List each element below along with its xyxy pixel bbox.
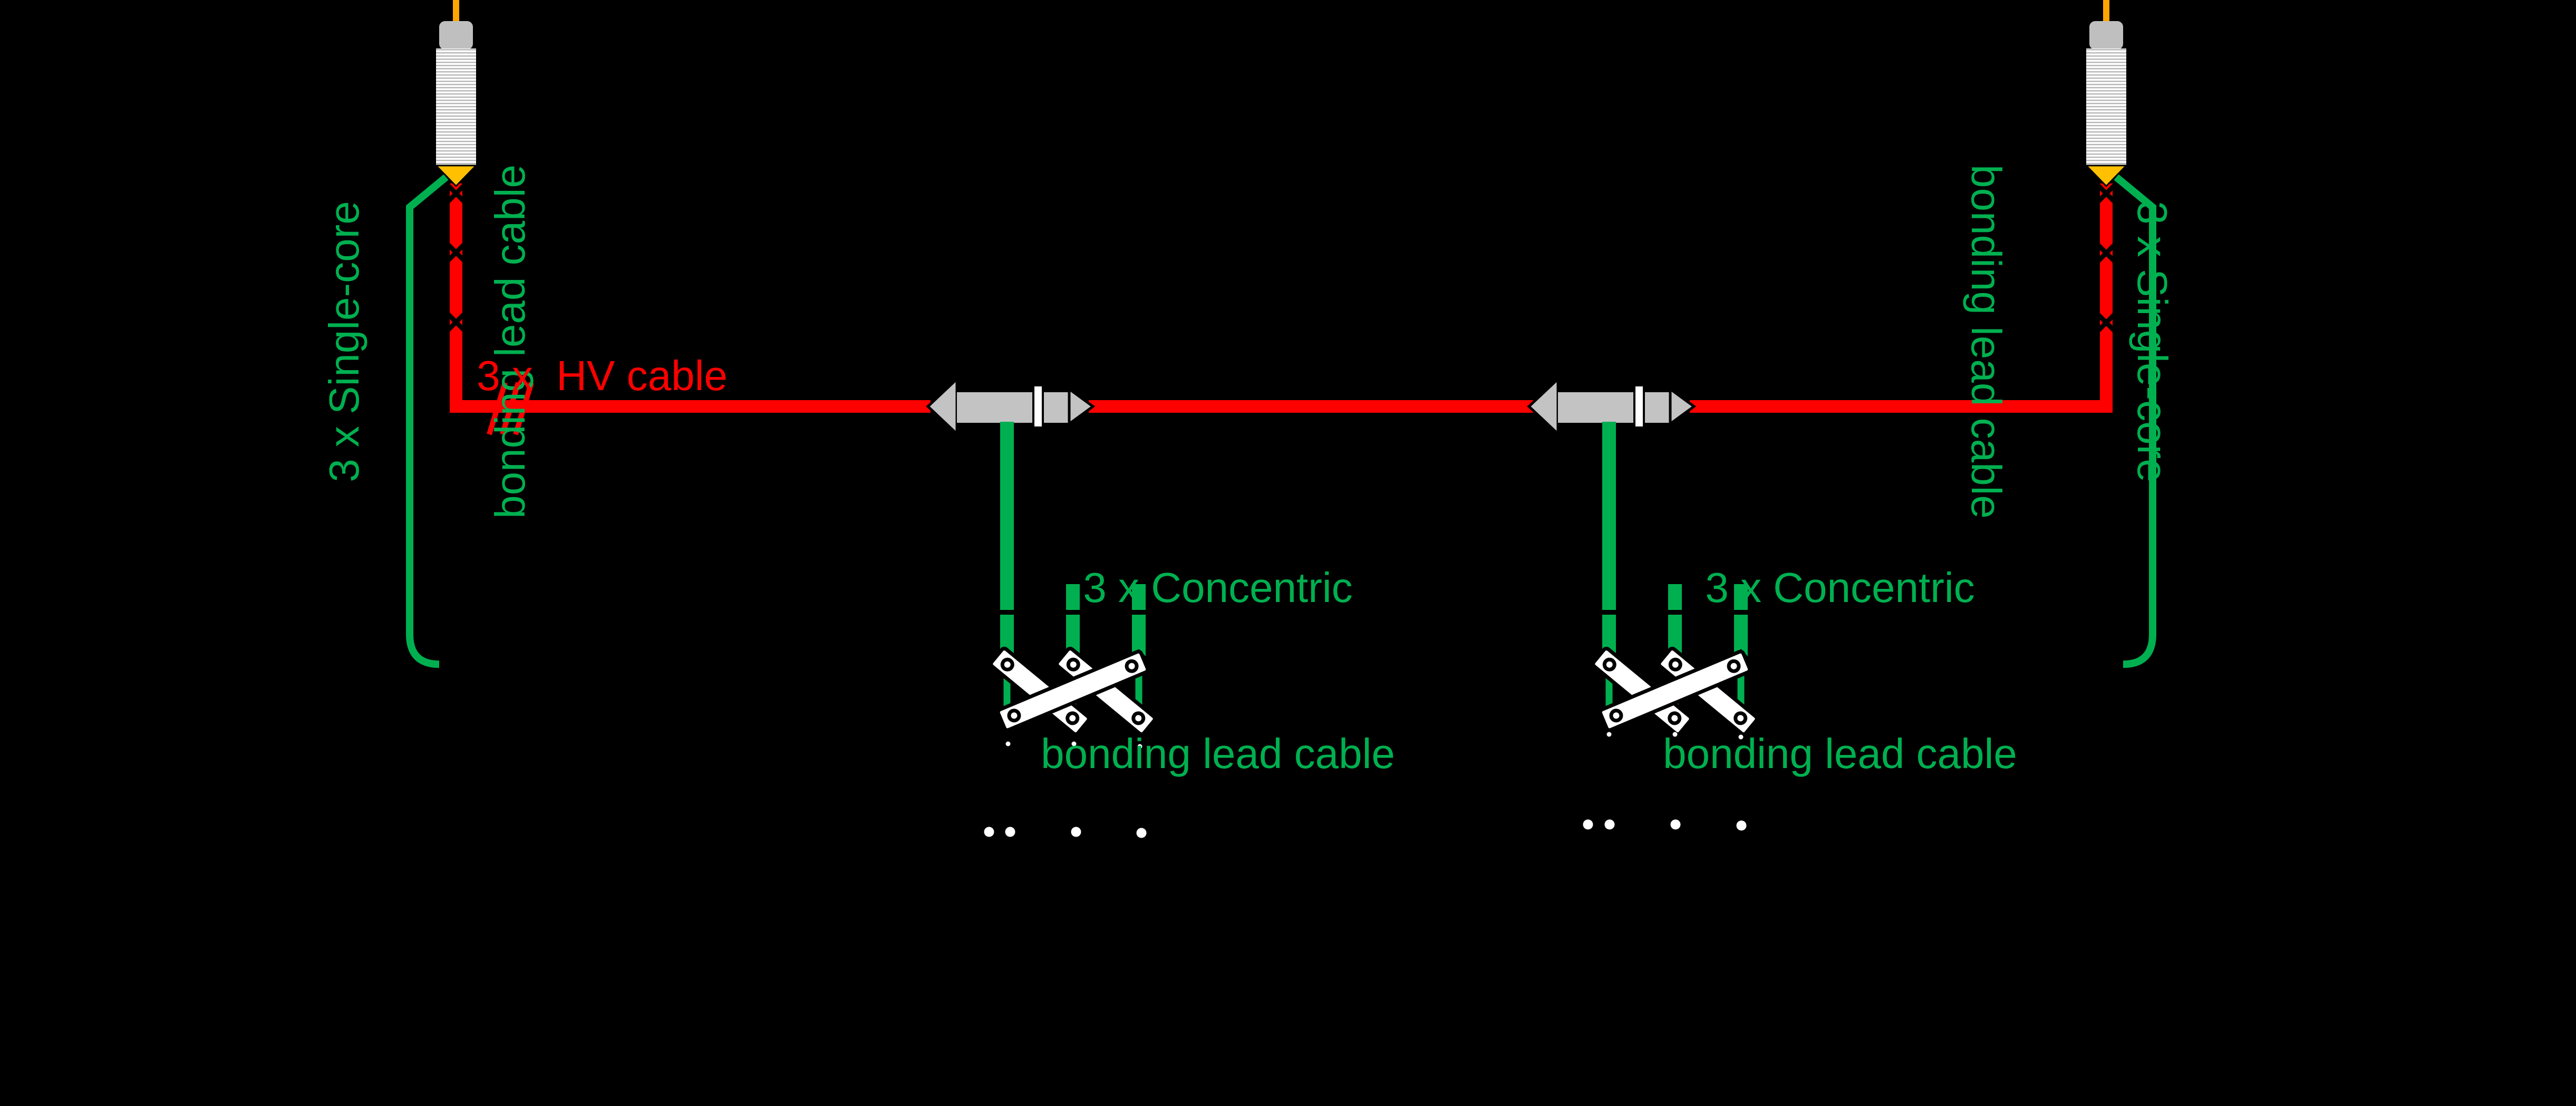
cross-bonding-group-right xyxy=(1583,422,1759,831)
left-termination-conductor-stalk xyxy=(453,0,459,24)
single-core-bonding-leads xyxy=(406,174,2156,668)
label-line: bonding lead cable xyxy=(487,164,534,519)
label-line: bonding lead cable xyxy=(1041,730,1395,777)
right-termination-conductor-stalk xyxy=(2103,0,2109,24)
left-termination-cap xyxy=(439,21,473,50)
cross-bonding-links-icon xyxy=(989,646,1157,736)
left-bonding-lead-line xyxy=(406,174,449,668)
label-line: bonding lead cable xyxy=(1663,730,2017,777)
hv-cable-horizontal-3 xyxy=(1690,400,2113,413)
cross-bonding-links-icon xyxy=(1591,646,1759,736)
hv-cable-right-vertical xyxy=(2100,183,2113,412)
concentric-label-left: 3 x Concentric bonding lead cable xyxy=(954,449,1481,777)
continuation-dots xyxy=(1583,732,1747,831)
left-termination-icon xyxy=(434,0,478,188)
concentric-lead-cables xyxy=(1602,422,1748,712)
right-termination-cone xyxy=(2084,164,2128,188)
joint-left-arrow xyxy=(1527,376,1560,437)
joint-body-small xyxy=(1645,392,1670,423)
right-termination-icon xyxy=(2084,0,2128,188)
cable-joint-left xyxy=(926,376,1096,437)
joint-left-arrow xyxy=(926,376,958,437)
joint-body xyxy=(1558,392,1633,423)
joint-body xyxy=(957,392,1032,423)
hv-cable-label: 3 x HV cable xyxy=(477,352,728,399)
left-termination-insulator xyxy=(436,48,476,166)
hv-cable-left-vertical xyxy=(450,183,462,412)
joint-right-arrow xyxy=(1669,386,1697,426)
right-termination-insulator xyxy=(2086,48,2126,166)
hv-cable-run xyxy=(446,183,2117,435)
right-termination-cap xyxy=(2089,21,2123,50)
concentric-lead-cables xyxy=(1000,422,1146,712)
label-line: 3 x Concentric xyxy=(1705,564,1975,611)
cross-bonding-group-left xyxy=(984,422,1157,838)
left-single-core-label: 3 x Single-core bonding lead cable xyxy=(206,125,534,558)
cable-x-marks-right xyxy=(2096,183,2117,333)
joint-insulating-gap xyxy=(1635,386,1643,426)
concentric-label-right: 3 x Concentric bonding lead cable xyxy=(1576,449,2104,777)
label-line: 3 x Single-core xyxy=(2129,201,2176,482)
label-line: 3 x Single-core xyxy=(321,201,367,482)
cable-x-marks-left xyxy=(446,183,467,333)
continuation-dots xyxy=(984,741,1147,838)
joint-body-small xyxy=(1044,392,1069,423)
hv-cable-horizontal-2 xyxy=(1089,400,1533,413)
right-single-core-label: 3 x Single-core bonding lead cable xyxy=(1963,125,2291,558)
joint-right-arrow xyxy=(1068,386,1096,426)
joint-insulating-gap xyxy=(1034,386,1042,426)
cable-joint-right xyxy=(1527,376,1697,437)
cable-count-slash-marks xyxy=(487,382,534,435)
right-bonding-lead-line xyxy=(2114,174,2156,668)
label-line: 3 x Concentric xyxy=(1083,564,1353,611)
left-termination-cone xyxy=(434,164,478,188)
hv-cable-horizontal-1 xyxy=(450,400,931,413)
